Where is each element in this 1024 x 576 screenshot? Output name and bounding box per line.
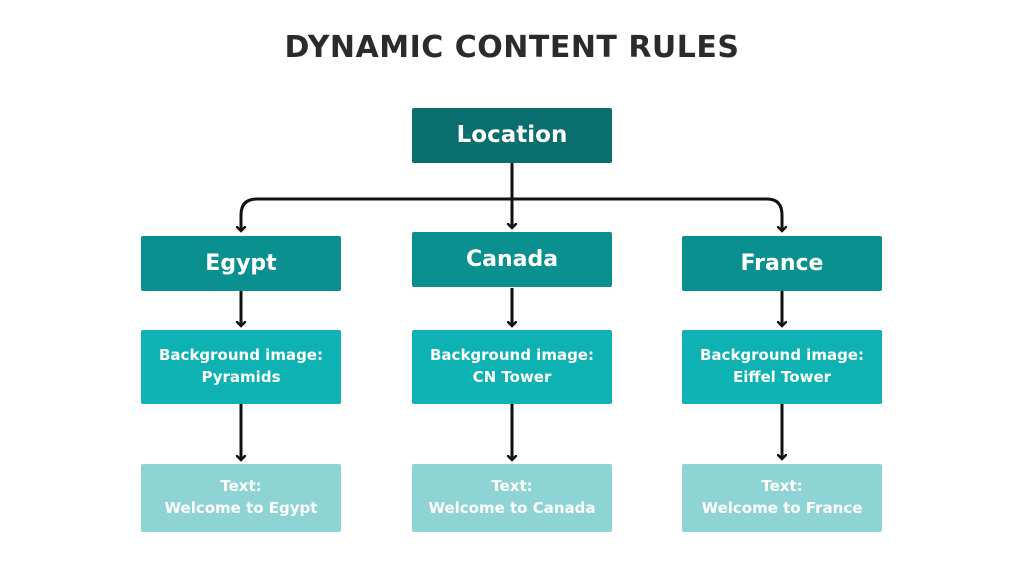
- country-node-egypt: Egypt: [141, 236, 341, 291]
- country-node-france: France: [682, 236, 882, 291]
- text-rule-node-egypt: Text: Welcome to Egypt: [141, 464, 341, 532]
- image-rule-heading: Background image:: [159, 346, 323, 365]
- text-rule-heading: Text:: [761, 477, 803, 496]
- branch-bar-right: [512, 197, 782, 231]
- text-rule-value: Welcome to Egypt: [164, 499, 318, 517]
- text-rule-value: Welcome to Canada: [428, 499, 596, 517]
- image-rule-value: CN Tower: [472, 368, 552, 386]
- country-label: France: [740, 250, 824, 276]
- text-rule-heading: Text:: [491, 477, 533, 496]
- image-rule-heading: Background image:: [430, 346, 594, 365]
- text-rule-heading: Text:: [220, 477, 262, 496]
- image-rule-node-canada: Background image: CN Tower: [412, 330, 612, 404]
- image-rule-heading: Background image:: [700, 346, 864, 365]
- diagram-title: DYNAMIC CONTENT RULES: [284, 30, 740, 65]
- country-label: Egypt: [205, 250, 277, 276]
- image-rule-node-france: Background image: Eiffel Tower: [682, 330, 882, 404]
- branch-bar-left: [241, 197, 512, 231]
- country-label: Canada: [465, 246, 559, 272]
- image-rule-node-egypt: Background image: Pyramids: [141, 330, 341, 404]
- text-rule-value: Welcome to France: [701, 499, 863, 517]
- location-label: Location: [456, 121, 568, 148]
- image-rule-value: Eiffel Tower: [732, 368, 832, 386]
- location-node: Location: [412, 108, 612, 163]
- image-rule-value: Pyramids: [201, 368, 281, 386]
- text-rule-node-canada: Text: Welcome to Canada: [412, 464, 612, 532]
- country-node-canada: Canada: [412, 232, 612, 287]
- text-rule-node-france: Text: Welcome to France: [682, 464, 882, 532]
